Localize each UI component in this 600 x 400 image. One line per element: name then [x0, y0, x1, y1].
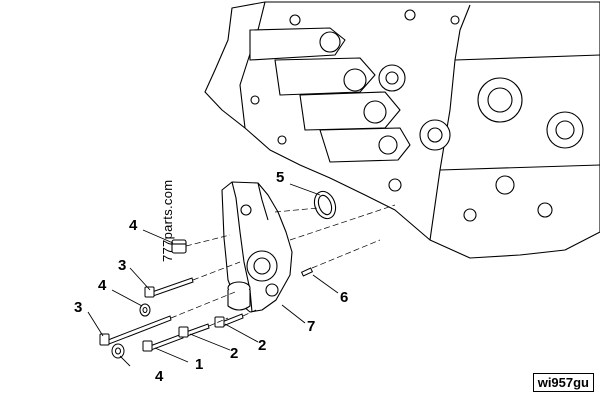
callout-5: 5 — [276, 169, 284, 186]
leader-lines — [87, 183, 339, 367]
callout-4: 4 — [98, 277, 107, 294]
alignment-lines — [170, 204, 396, 327]
callout-1: 1 — [195, 356, 203, 373]
callouts: 1 2 2 3 3 4 4 4 5 6 7 — [74, 169, 348, 385]
figure-id-label: wi957gu — [532, 373, 594, 392]
housing — [221, 181, 293, 313]
callout-3: 3 — [118, 257, 126, 274]
callout-2: 2 — [230, 345, 238, 362]
long-bolt-upper — [144, 277, 194, 298]
washer-lower — [111, 343, 125, 359]
dowel-pin — [300, 267, 314, 277]
washer-middle — [139, 303, 151, 317]
short-bolt-2b — [214, 313, 244, 328]
long-bolt-lower — [99, 315, 172, 346]
callout-3: 3 — [74, 299, 82, 316]
engine-block — [204, 1, 600, 259]
callout-7: 7 — [307, 318, 315, 335]
watermark: 777parts.com — [160, 179, 175, 262]
short-bolt-2a — [178, 323, 210, 338]
plug — [171, 239, 187, 254]
seal-ring — [313, 190, 337, 220]
callout-6: 6 — [340, 289, 348, 306]
short-bolt-1 — [142, 333, 184, 352]
callout-4: 4 — [155, 368, 164, 385]
callout-4: 4 — [129, 217, 138, 234]
callout-2: 2 — [258, 337, 266, 354]
